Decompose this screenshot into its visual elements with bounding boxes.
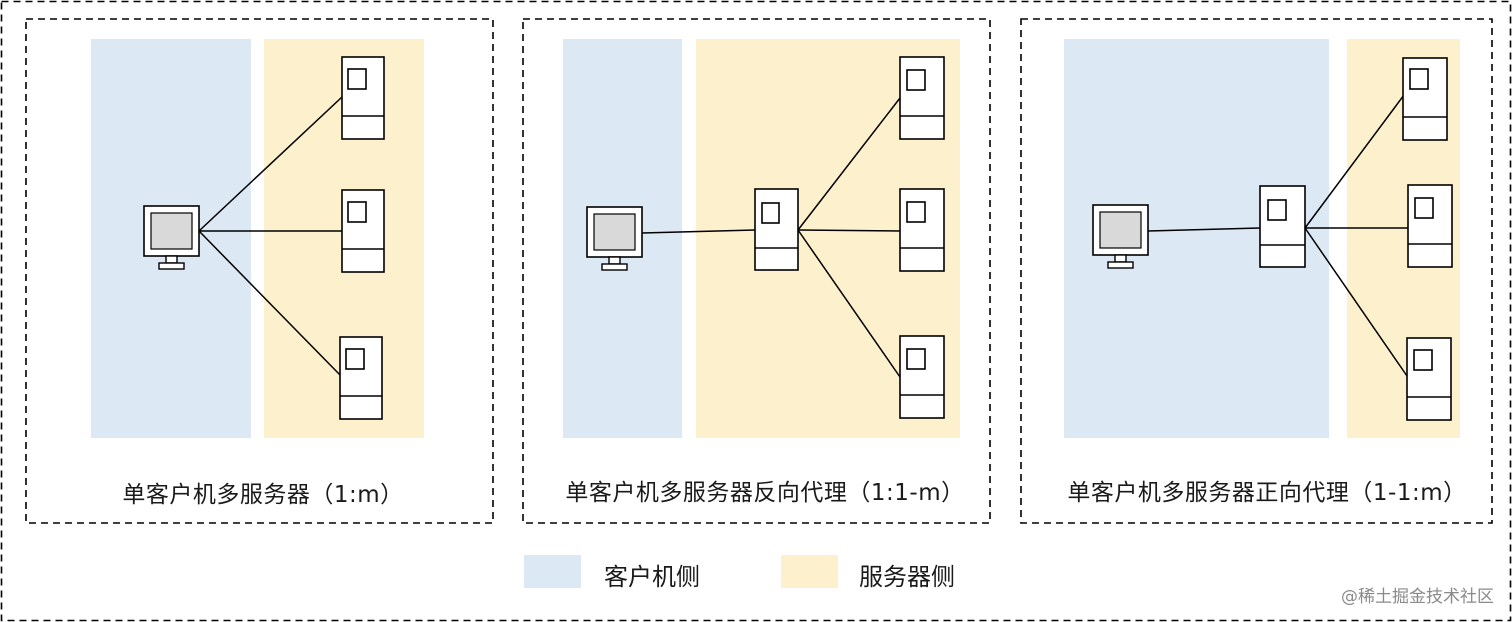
- panel-caption-forward-proxy: 单客户机多服务器正向代理（1-1:m）: [1067, 480, 1467, 506]
- panel-direct: [25, 18, 494, 524]
- client-side-swatch: [524, 555, 581, 588]
- monitor-icon: [143, 205, 200, 270]
- server-tower-icon: [341, 56, 385, 140]
- panel-reverse-proxy: [522, 18, 991, 524]
- panel-caption-reverse-proxy: 单客户机多服务器反向代理（1:1-m）: [565, 480, 965, 506]
- panel-frame: [25, 18, 494, 524]
- proxy-server-icon: [1259, 185, 1306, 268]
- link-proxy-server-1: [797, 97, 901, 231]
- server-tower-icon: [899, 56, 945, 140]
- panel-frame: [522, 18, 991, 524]
- link-client-proxy: [1147, 227, 1261, 232]
- link-proxy-server-3: [1304, 227, 1408, 377]
- link-proxy-server-2: [797, 229, 901, 232]
- link-proxy-server-3: [797, 229, 901, 378]
- server-side-swatch: [781, 555, 838, 588]
- panel-forward-proxy: [1020, 18, 1493, 524]
- legend-label-client: 客户机侧: [604, 563, 700, 591]
- server-tower-icon: [339, 336, 383, 420]
- server-tower-icon: [1402, 57, 1448, 141]
- server-tower-icon: [1406, 337, 1452, 421]
- server-tower-icon: [899, 335, 945, 419]
- proxy-server-icon: [754, 188, 799, 271]
- server-tower-icon: [899, 188, 945, 272]
- legend-label-server: 服务器侧: [859, 563, 955, 591]
- monitor-icon: [586, 206, 643, 271]
- panel-caption-direct: 单客户机多服务器（1:m）: [122, 482, 404, 508]
- server-tower-icon: [341, 189, 385, 273]
- link-client-proxy: [641, 229, 756, 234]
- link-proxy-server-1: [1304, 94, 1405, 229]
- link-client-server-1: [198, 96, 343, 232]
- monitor-icon: [1092, 204, 1149, 269]
- watermark: @稀土掘金技术社区: [1341, 587, 1494, 607]
- link-client-server-3: [198, 230, 343, 378]
- server-tower-icon: [1407, 184, 1453, 268]
- panel-frame: [1020, 18, 1493, 524]
